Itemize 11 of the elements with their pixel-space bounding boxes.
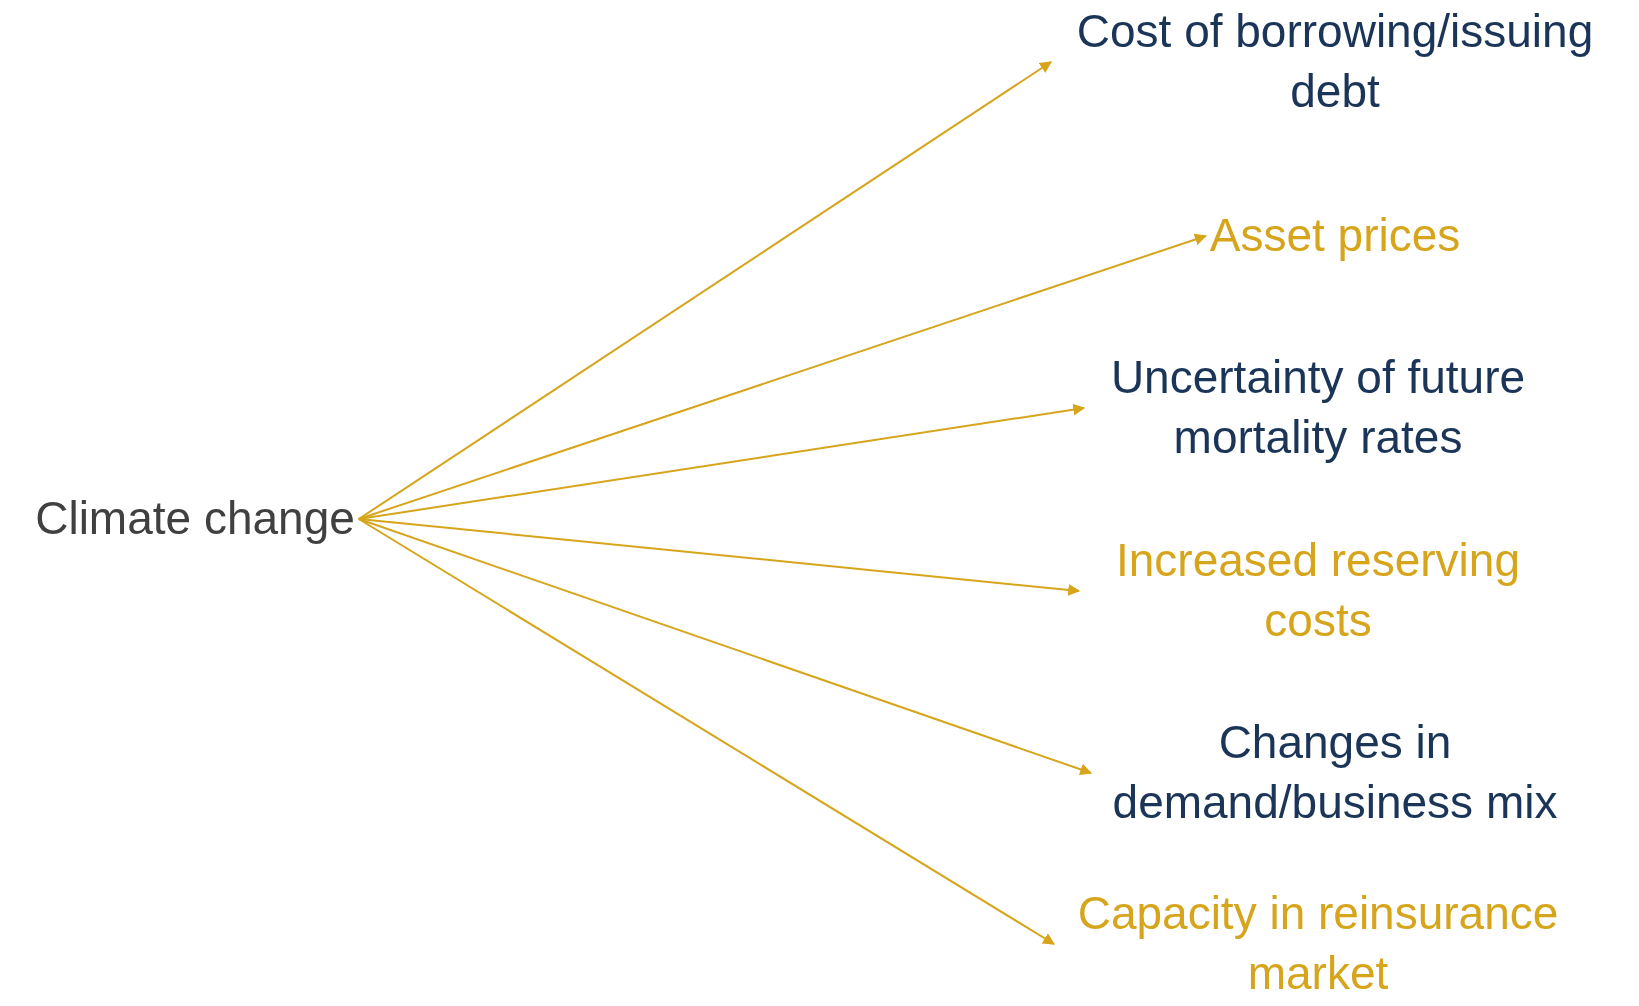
node-text: Asset prices [1209,208,1461,264]
node-text: Cost of borrowing/issuing debt [1075,4,1595,119]
node-text: Increased reserving costs [1115,533,1521,648]
node-text: Capacity in reinsurance market [1076,886,1560,1001]
arrow [357,518,1055,945]
node-text: Uncertainty of future mortality rates [1109,350,1527,465]
arrow [357,518,1081,596]
node-text: Climate change [35,491,355,547]
arrow [357,61,1052,520]
node-text: Changes in demand/business mix [1111,715,1559,830]
arrow [357,233,1207,520]
